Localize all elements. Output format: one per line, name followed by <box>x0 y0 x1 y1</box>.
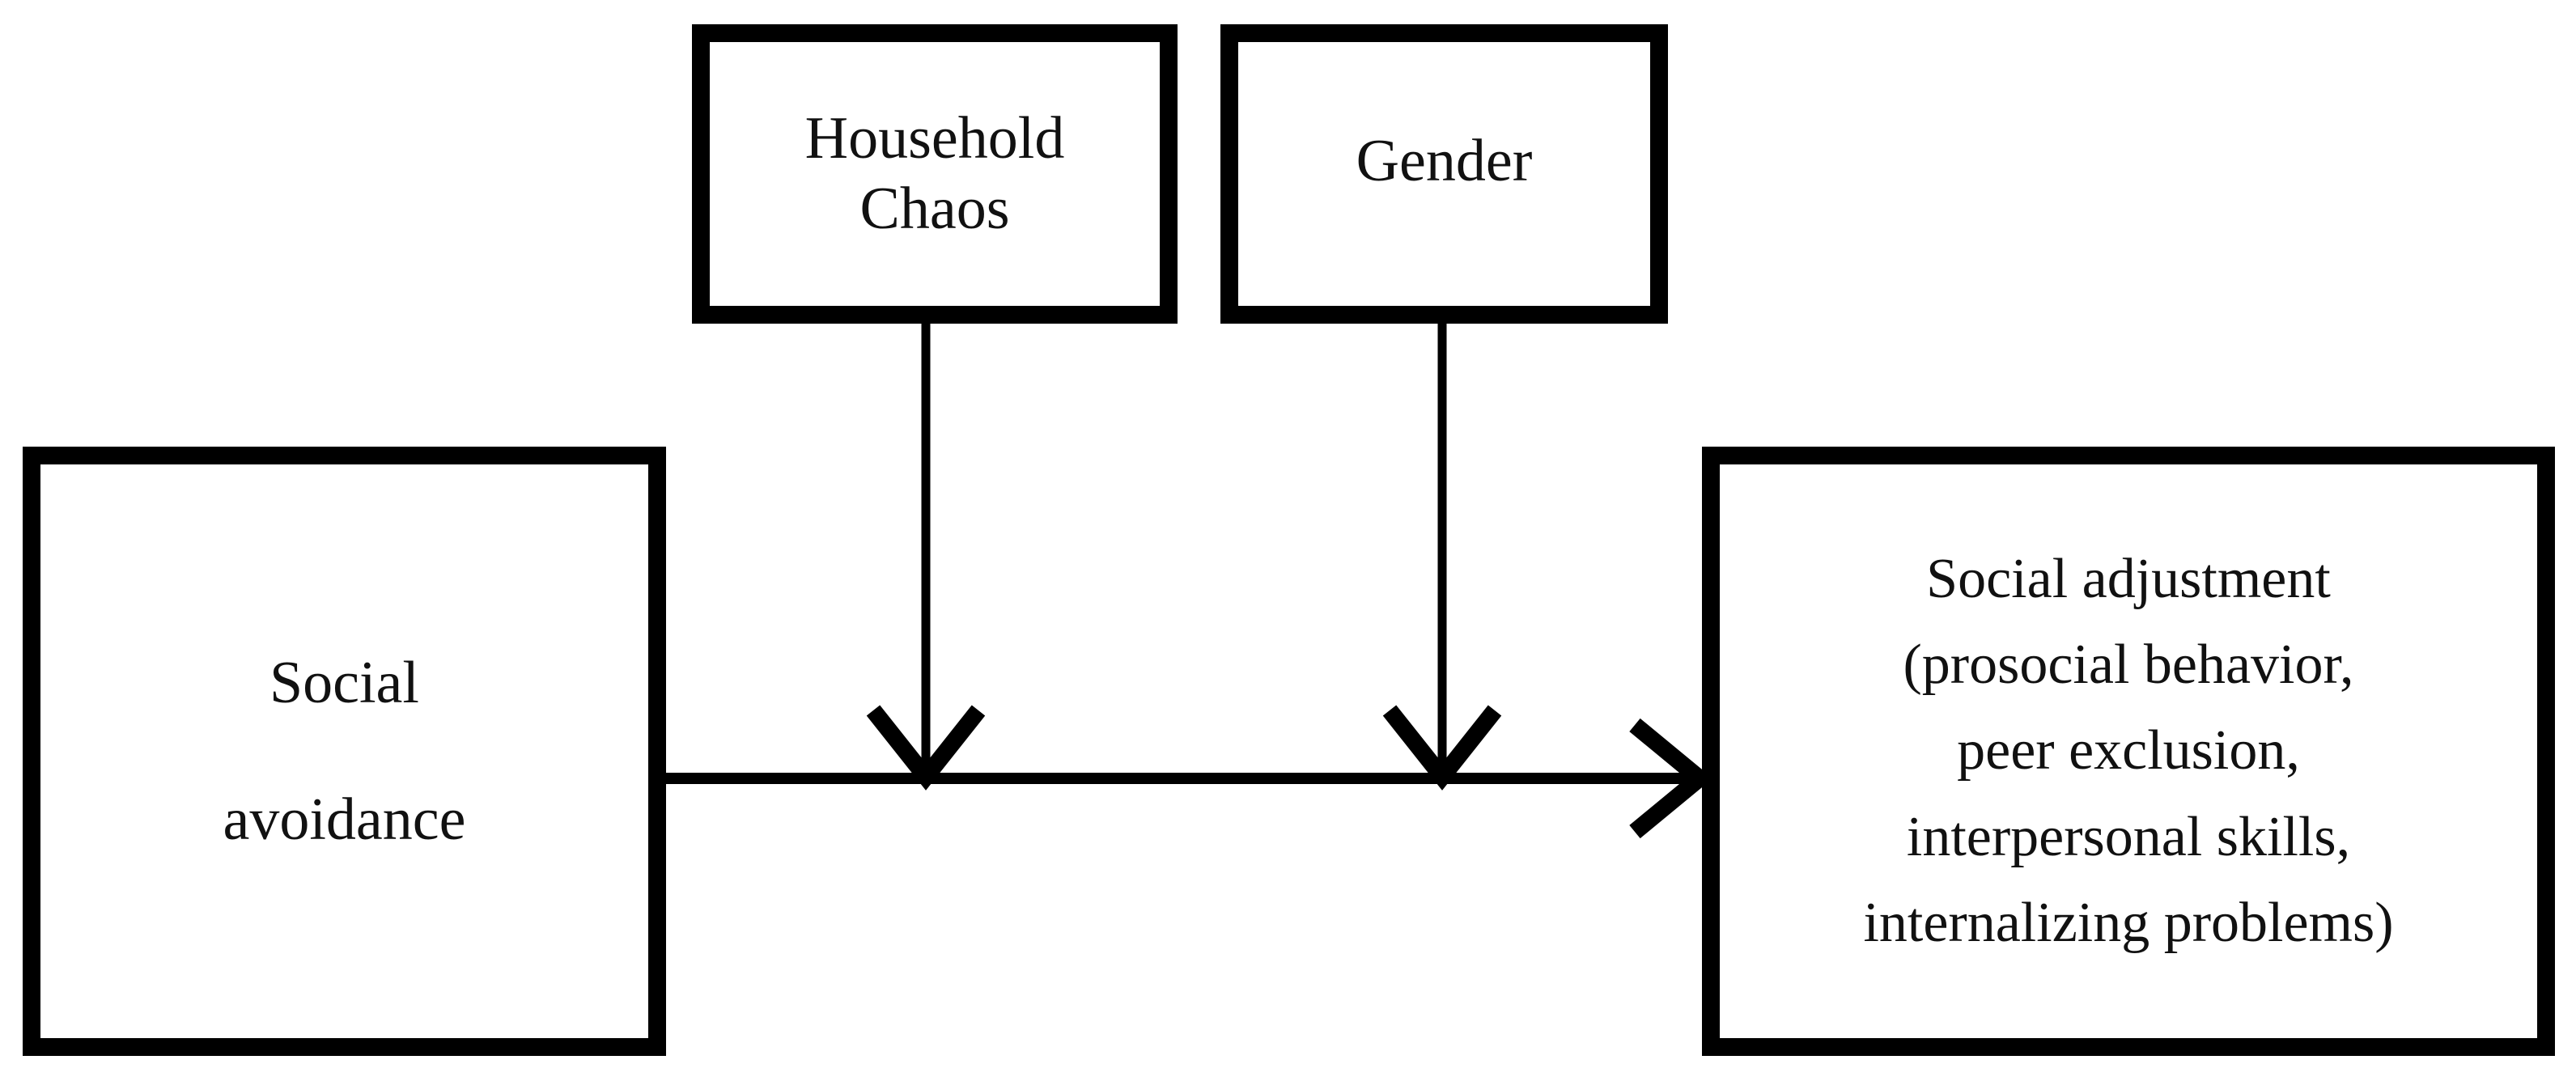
node-social-adjustment-label: Social adjustment (prosocial behavior, p… <box>1863 547 2394 955</box>
node-household-chaos[interactable]: Household Chaos <box>692 24 1178 324</box>
edge-gender-moderator <box>1382 324 1502 791</box>
edge-household-chaos-moderator <box>866 324 986 791</box>
node-social-avoidance[interactable]: Social avoidance <box>23 447 666 1056</box>
node-social-adjustment[interactable]: Social adjustment (prosocial behavior, p… <box>1702 447 2555 1056</box>
node-household-chaos-label: Household Chaos <box>804 104 1065 242</box>
arrowhead-down-open-chevron-household-chaos <box>866 705 986 791</box>
node-gender[interactable]: Gender <box>1220 24 1668 324</box>
edge-social-avoidance-to-social-adjustment <box>651 718 1713 839</box>
arrowhead-right-open-chevron <box>1629 718 1713 839</box>
node-gender-label: Gender <box>1356 128 1533 194</box>
node-social-avoidance-label: Social avoidance <box>223 649 466 853</box>
arrowhead-down-open-chevron-gender <box>1382 705 1502 791</box>
